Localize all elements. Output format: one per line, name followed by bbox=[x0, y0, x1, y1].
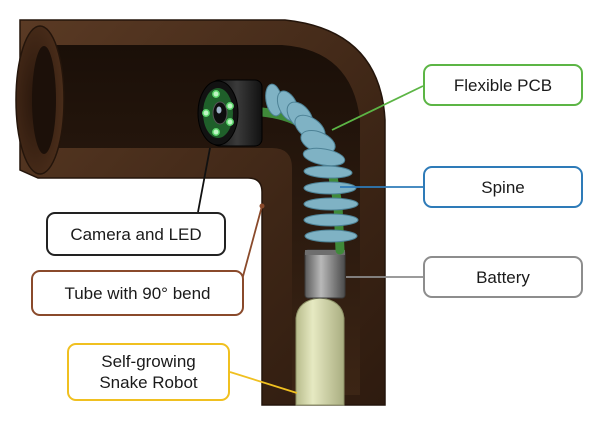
label-tube-bend-text: Tube with 90° bend bbox=[64, 283, 211, 303]
tube-leader-line bbox=[241, 205, 263, 281]
battery-shape bbox=[304, 249, 346, 299]
camera-leader-line bbox=[197, 147, 211, 213]
label-tube-bend: Tube with 90° bend bbox=[31, 270, 244, 316]
label-snake-robot: Self-growing Snake Robot bbox=[67, 343, 230, 401]
pcb-leader-line bbox=[331, 85, 424, 131]
label-spine-text: Spine bbox=[481, 177, 525, 197]
label-spine: Spine bbox=[423, 166, 583, 208]
spine-discs bbox=[265, 83, 359, 243]
label-snake-robot-text: Self-growing Snake Robot bbox=[99, 352, 198, 392]
label-flexible-pcb-text: Flexible PCB bbox=[453, 75, 553, 95]
label-battery-text: Battery bbox=[476, 267, 530, 287]
robot-body bbox=[295, 297, 345, 406]
label-camera-led: Camera and LED bbox=[46, 212, 226, 256]
camera-module bbox=[197, 79, 263, 147]
led-lights bbox=[202, 90, 234, 136]
label-camera-led-text: Camera and LED bbox=[70, 224, 202, 244]
label-battery: Battery bbox=[423, 256, 583, 298]
tube-bore bbox=[45, 45, 360, 395]
robot-leader-line bbox=[229, 371, 298, 394]
label-flexible-pcb: Flexible PCB bbox=[423, 64, 583, 106]
